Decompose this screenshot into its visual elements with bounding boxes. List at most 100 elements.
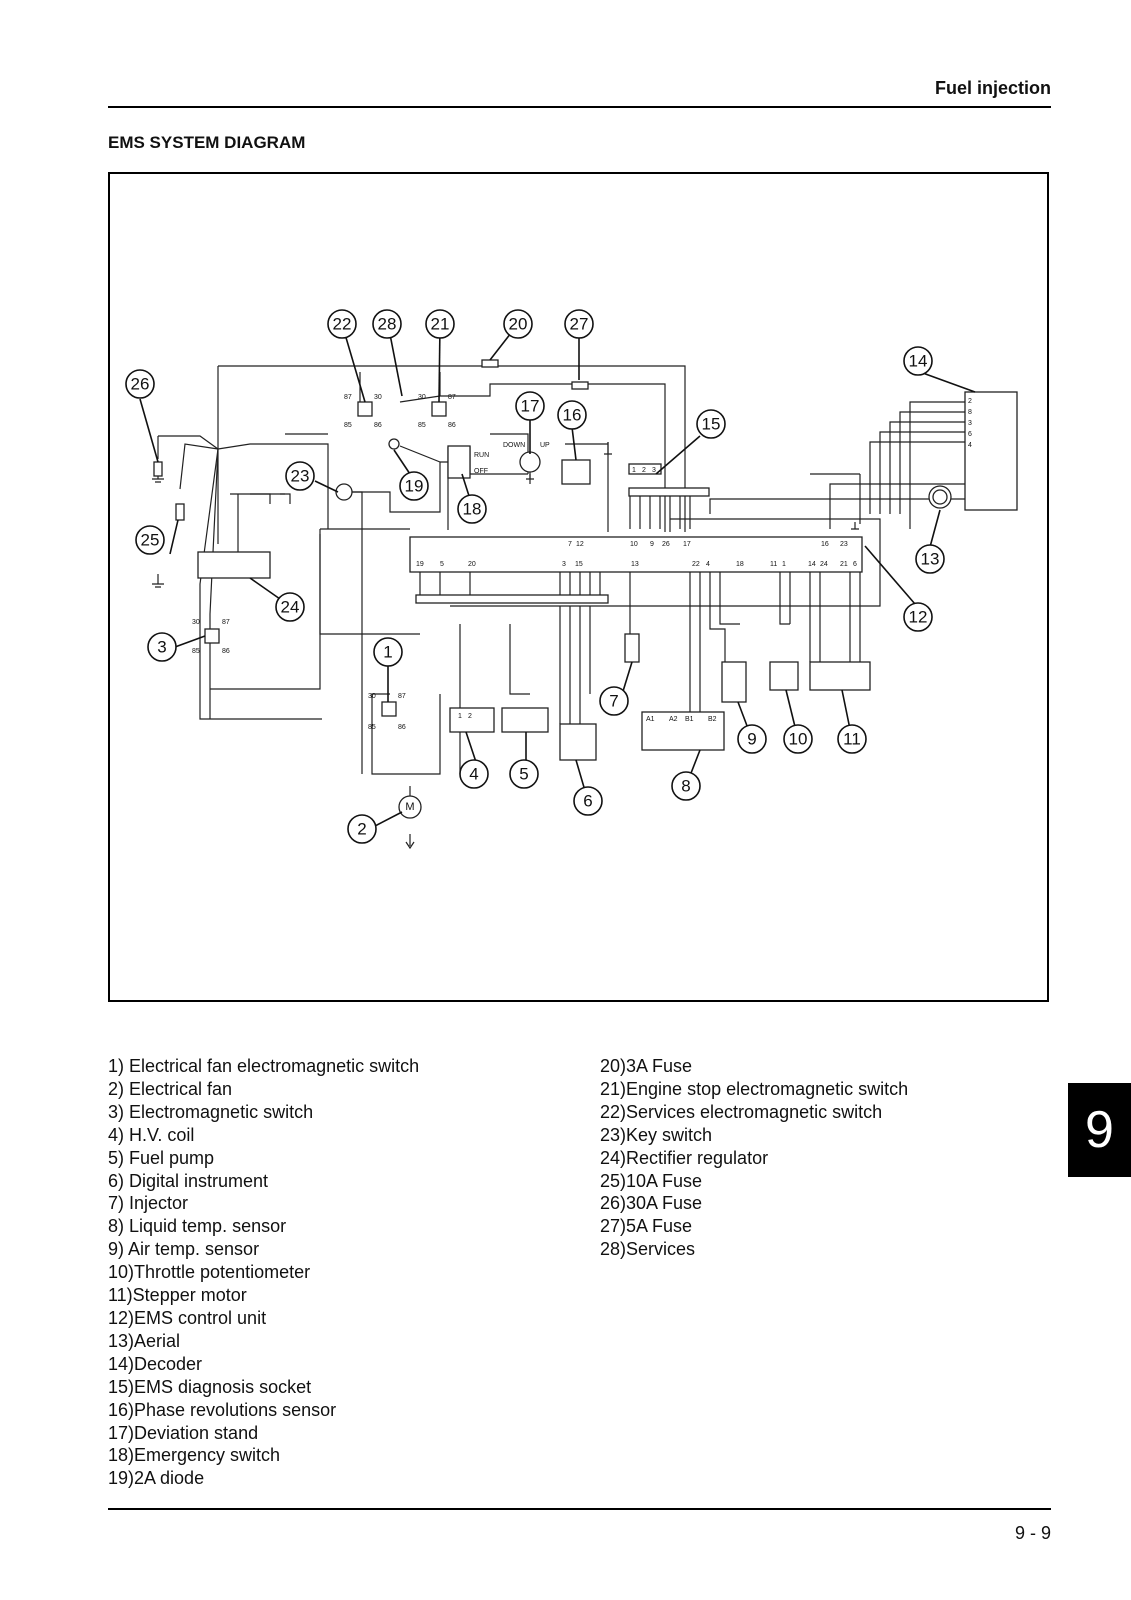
callout-1: 1: [373, 637, 403, 667]
svg-text:6: 6: [853, 561, 857, 568]
svg-text:5: 5: [519, 765, 528, 784]
svg-text:6: 6: [583, 792, 592, 811]
components: 87 30 85 86 30 87 85 86 30 87 85 86 30 8…: [153, 359, 1018, 819]
svg-text:18: 18: [736, 561, 744, 568]
stand-up-label: UP: [540, 442, 550, 449]
svg-text:24: 24: [281, 598, 300, 617]
pin-label: 87: [398, 693, 406, 700]
svg-text:23: 23: [840, 541, 848, 548]
diagram-frame: .w { stroke:#222; stroke-width:1.2; fill…: [108, 172, 1049, 1002]
legend-item: 3) Electromagnetic switch: [108, 1101, 314, 1122]
legend-item: 11)Stepper motor: [108, 1285, 247, 1306]
callout-8: 8: [671, 771, 701, 801]
legend-item: 12)EMS control unit: [108, 1307, 267, 1328]
legend-item: 14)Decoder: [108, 1353, 203, 1374]
pin-label: 86: [398, 724, 406, 731]
svg-text:21: 21: [840, 561, 848, 568]
svg-text:27: 27: [570, 315, 589, 334]
decoder-pin: 3: [968, 420, 972, 427]
callout-6: 6: [573, 786, 603, 816]
diag-pin: 1: [632, 467, 636, 474]
callout-5: 5: [509, 759, 539, 789]
section-title: EMS SYSTEM DIAGRAM: [108, 133, 306, 152]
svg-text:28: 28: [378, 315, 397, 334]
legend-item: 19)2A diode: [108, 1468, 205, 1489]
callout-26: 26: [125, 369, 155, 399]
svg-text:14: 14: [808, 561, 816, 568]
diode-symbol: [388, 438, 400, 450]
switch-off-label: OFF: [474, 468, 488, 475]
svg-text:2: 2: [357, 820, 366, 839]
sensor8-pin: A2: [669, 716, 678, 723]
fuel-pump-symbol: [501, 707, 549, 733]
pin-label: 30: [374, 394, 382, 401]
svg-text:23: 23: [291, 467, 310, 486]
fuse-3a-symbol: [481, 359, 499, 368]
rectifier-regulator-symbol: [197, 551, 271, 579]
chapter-tab: 9: [1068, 1083, 1131, 1177]
deviation-stand-symbol: [519, 451, 541, 473]
svg-text:13: 13: [921, 550, 940, 569]
sensor8-pin: A1: [646, 716, 655, 723]
wiring: [152, 365, 965, 850]
callout-28: 28: [372, 309, 402, 339]
ems-control-unit-symbol: [409, 536, 863, 573]
pin-label: 30: [368, 693, 376, 700]
sensor8-pin: B1: [685, 716, 694, 723]
sensor8-pin: B2: [708, 716, 717, 723]
legend-item: 8) Liquid temp. sensor: [108, 1216, 287, 1237]
motor-label: M: [405, 801, 414, 813]
page-number: 9 - 9: [1014, 1523, 1051, 1543]
injector-symbol: [624, 633, 640, 663]
fuse-10a-symbol: [175, 503, 185, 521]
ems-wiring-diagram: .w { stroke:#222; stroke-width:1.2; fill…: [125, 309, 1018, 850]
legend-item: 28)Services: [600, 1239, 696, 1260]
svg-text:1: 1: [782, 561, 786, 568]
svg-text:22: 22: [692, 561, 700, 568]
legend-item: 10)Throttle potentiometer: [108, 1262, 311, 1283]
callout-24: 24: [275, 592, 305, 622]
callout-4: 4: [459, 759, 489, 789]
connector-strip: [628, 487, 710, 497]
decoder-pin: 2: [968, 398, 972, 405]
svg-text:19: 19: [405, 477, 424, 496]
svg-text:24: 24: [820, 561, 828, 568]
svg-text:19: 19: [416, 561, 424, 568]
decoder-pin: 6: [968, 431, 972, 438]
callout-13: 13: [915, 544, 945, 574]
svg-text:7: 7: [568, 541, 572, 548]
emergency-switch-symbol: [447, 445, 471, 479]
svg-text:20: 20: [509, 315, 528, 334]
pin-label: 85: [192, 648, 200, 655]
throttle-potentiometer-symbol: [769, 661, 799, 691]
svg-text:15: 15: [702, 415, 721, 434]
svg-text:17: 17: [521, 397, 540, 416]
legend-item: 20)3A Fuse: [600, 1056, 693, 1076]
svg-text:26: 26: [662, 541, 670, 548]
legend-item: 16)Phase revolutions sensor: [108, 1399, 337, 1420]
fuse-5a-symbol: [571, 381, 589, 390]
svg-text:3: 3: [562, 561, 566, 568]
svg-text:15: 15: [575, 561, 583, 568]
ecu-bottom-pins: 19 5 20 3 15 13 22 4 18 11 1 14 24 21 6: [416, 561, 857, 568]
legend-left: 1) Electrical fan electromagnetic switch…: [108, 1055, 578, 1490]
pin-label: 86: [448, 422, 456, 429]
relay-fan-symbol: [381, 701, 397, 717]
legend-item: 26)30A Fuse: [600, 1193, 703, 1214]
callout-17: 17: [515, 391, 545, 421]
relay-engine-stop-symbol: [431, 401, 447, 417]
pin-label: 86: [222, 648, 230, 655]
diag-pin: 2: [642, 467, 646, 474]
svg-text:18: 18: [463, 500, 482, 519]
callout-3: 3: [147, 632, 177, 662]
top-rule: [108, 106, 1051, 108]
callout-27: 27: [564, 309, 594, 339]
callout-15: 15: [696, 409, 726, 439]
callout-18: 18: [457, 494, 487, 524]
hv-coil-symbol: [449, 707, 495, 733]
svg-text:16: 16: [821, 541, 829, 548]
legend-item: 15)EMS diagnosis socket: [108, 1376, 312, 1397]
key-switch-symbol: [335, 483, 353, 501]
aerial-inner: [932, 489, 948, 505]
svg-text:7: 7: [609, 692, 618, 711]
